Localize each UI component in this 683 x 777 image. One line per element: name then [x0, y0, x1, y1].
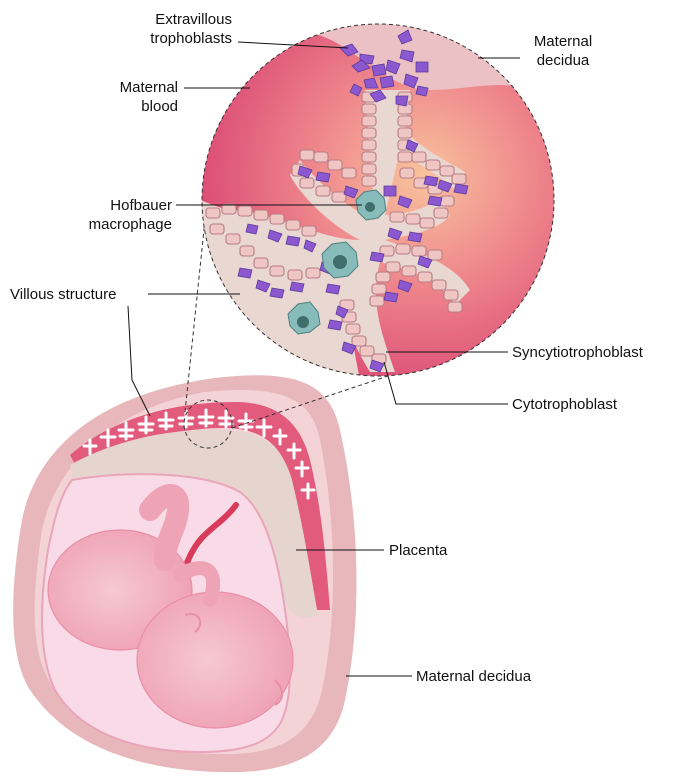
label-hofbauer-macrophage: Hofbauer macrophage [58, 196, 172, 234]
label-line: macrophage [58, 215, 172, 234]
label-maternal-decidua-top: Maternal decidua [523, 32, 603, 70]
zoom-circle [200, 20, 560, 380]
label-line: decidua [523, 51, 603, 70]
label-line: Extravillous [122, 10, 232, 29]
label-cytotrophoblast: Cytotrophoblast [512, 395, 617, 414]
label-line: Hofbauer [58, 196, 172, 215]
label-syncytiotrophoblast: Syncytiotrophoblast [512, 343, 643, 362]
label-villous-structure: Villous structure [10, 285, 116, 304]
label-extravillous-trophoblasts: Extravillous trophoblasts [122, 10, 232, 48]
label-placenta: Placenta [389, 541, 447, 560]
label-line: trophoblasts [122, 29, 232, 48]
label-maternal-decidua-bottom: Maternal decidua [416, 667, 531, 686]
label-line: Maternal [523, 32, 603, 51]
uterus-illustration [13, 375, 356, 772]
label-line: Maternal [98, 78, 178, 97]
label-maternal-blood: Maternal blood [98, 78, 178, 116]
label-line: blood [98, 97, 178, 116]
